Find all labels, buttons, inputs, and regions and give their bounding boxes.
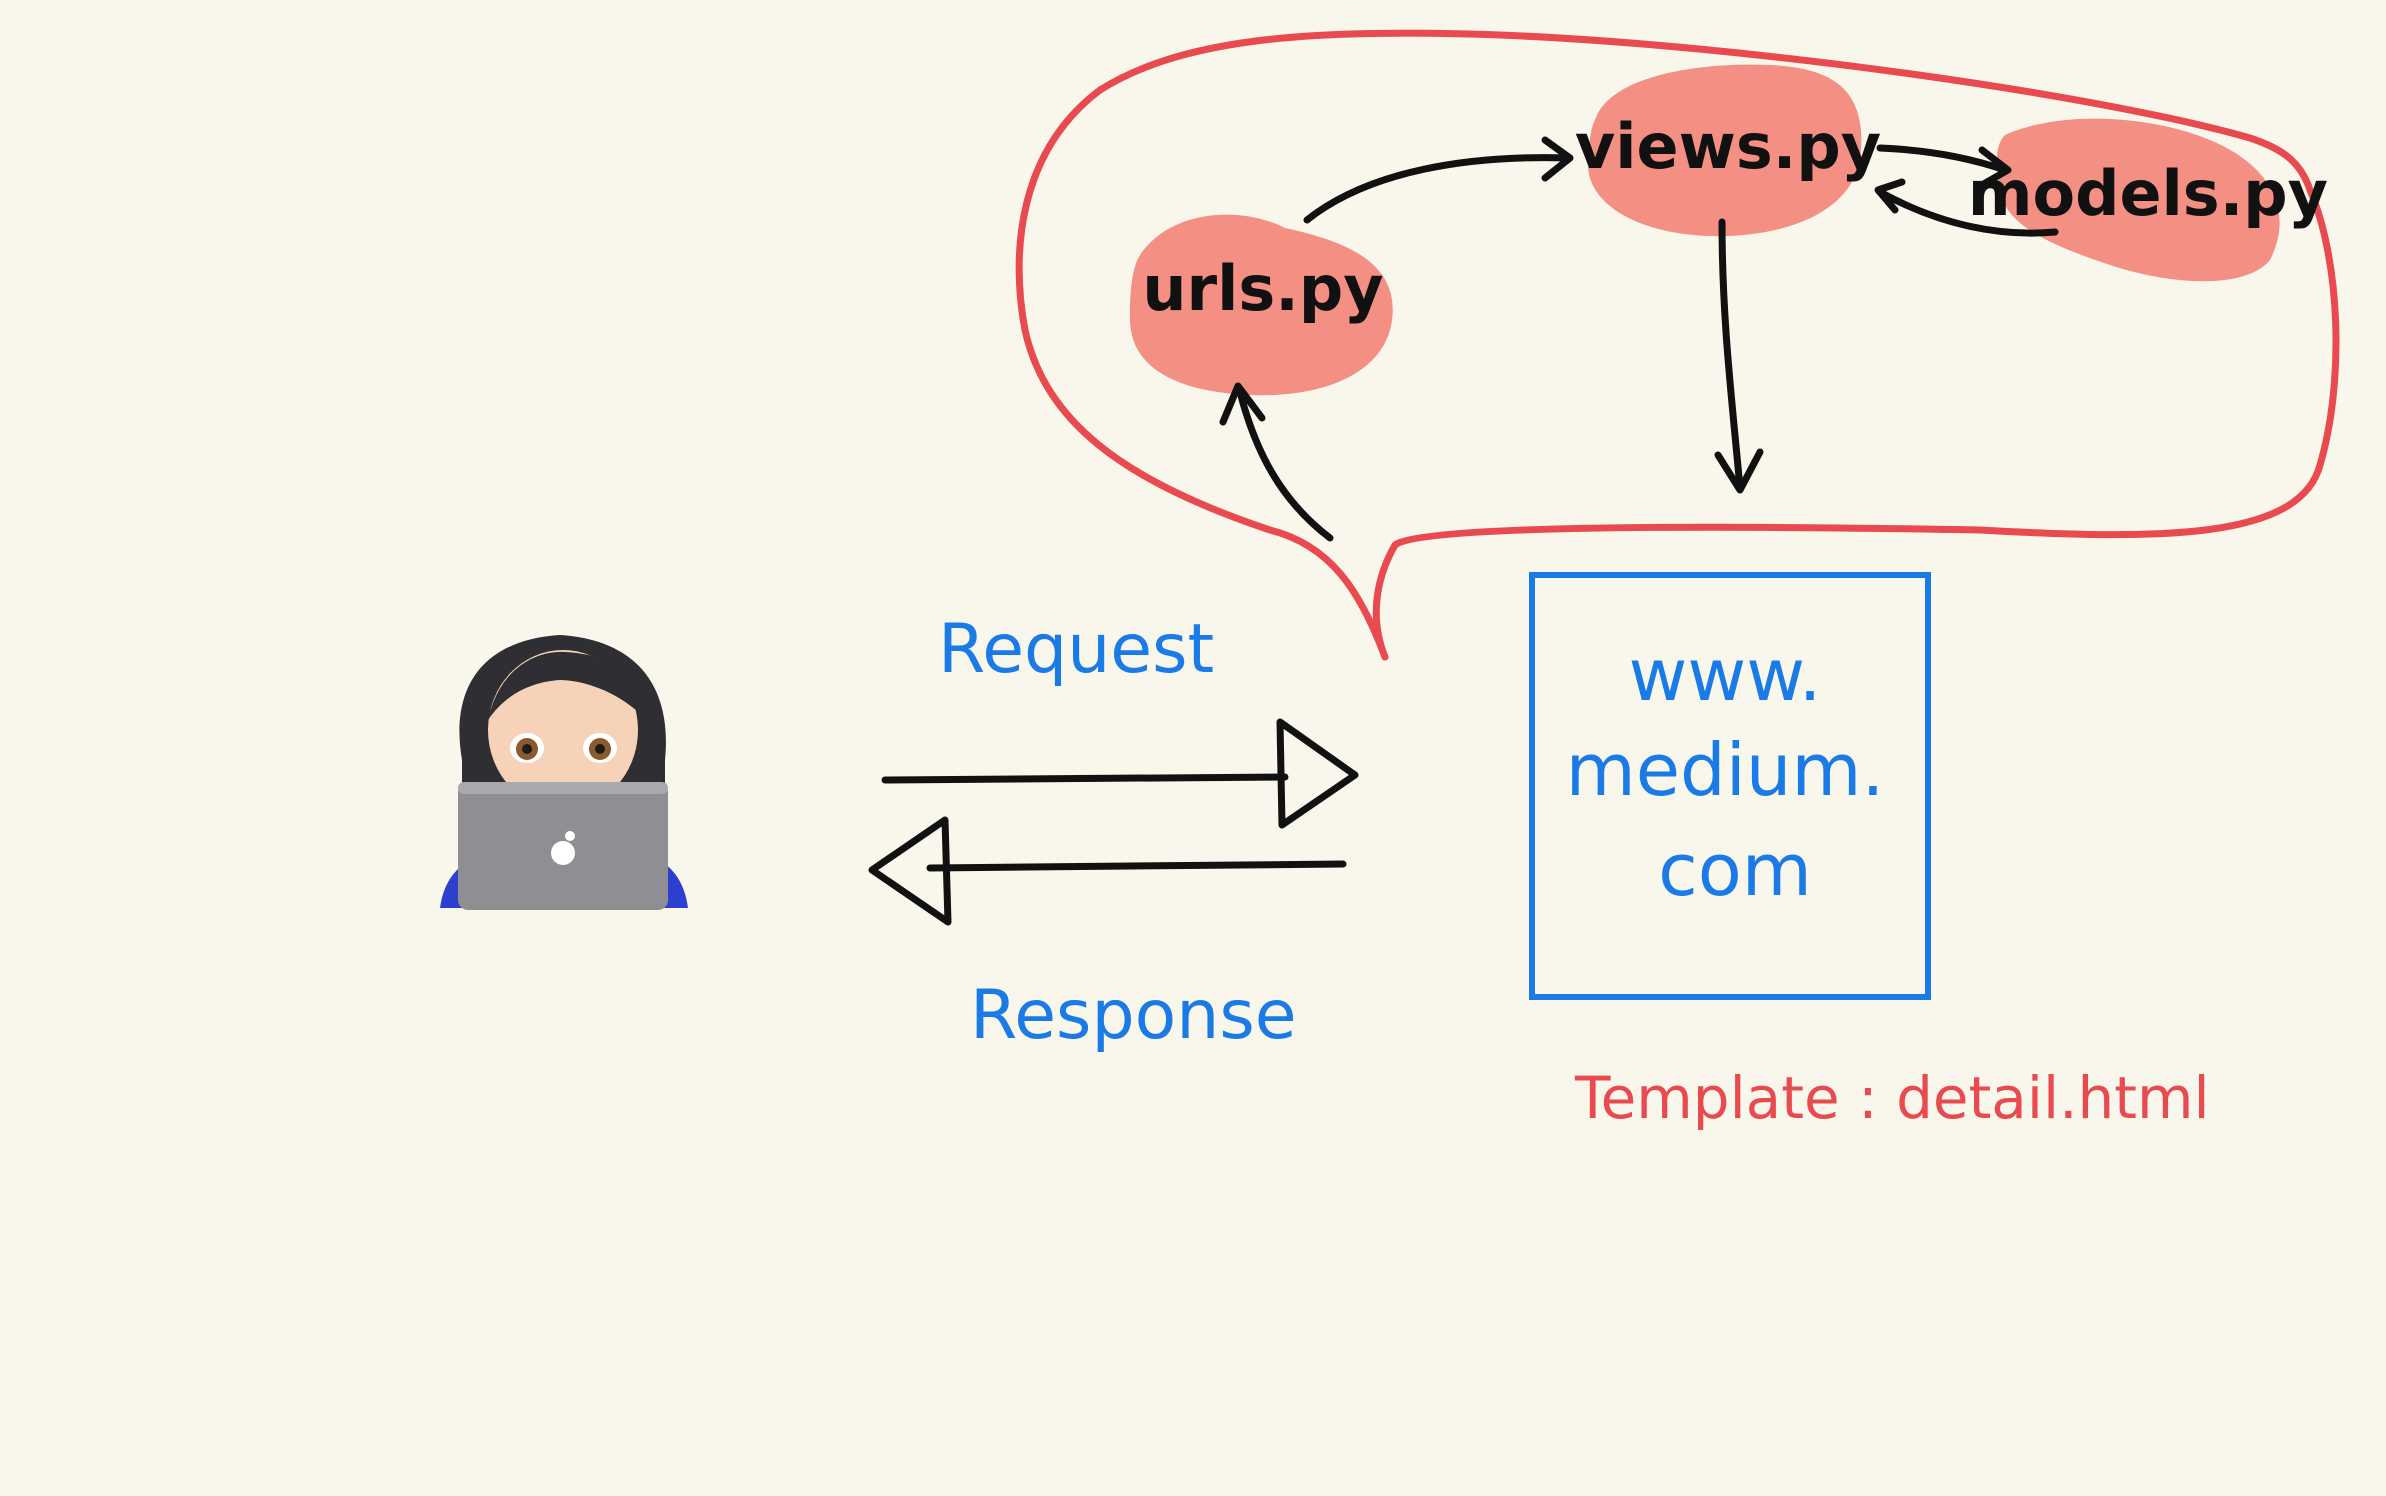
template-label: Template : detail.html bbox=[1574, 1064, 2210, 1132]
website-box: www. medium. com bbox=[1529, 572, 1931, 1000]
urls-node: urls.py bbox=[1129, 214, 1393, 396]
request-to-urls-arrow bbox=[1219, 382, 1334, 542]
woman-technologist-icon bbox=[440, 635, 688, 910]
views-to-models-arrow bbox=[1876, 144, 2012, 190]
models-to-views-arrow bbox=[1874, 178, 2059, 237]
models-label: models.py bbox=[1968, 157, 2328, 230]
models-node: models.py bbox=[1968, 118, 2328, 282]
urls-label: urls.py bbox=[1142, 252, 1383, 325]
views-node: views.py bbox=[1575, 64, 1881, 237]
request-arrow bbox=[881, 718, 1359, 829]
request-label: Request bbox=[938, 610, 1214, 689]
urls-to-views-arrow bbox=[1303, 136, 1574, 224]
site-line-3: com bbox=[1658, 828, 1812, 912]
views-label: views.py bbox=[1575, 110, 1881, 183]
response-label: Response bbox=[970, 976, 1297, 1055]
site-line-2: medium. bbox=[1566, 728, 1885, 812]
site-line-1: www. bbox=[1629, 633, 1822, 717]
response-arrow bbox=[868, 816, 1347, 926]
django-app-bubble bbox=[1015, 29, 2340, 661]
views-to-site-arrow bbox=[1714, 218, 1764, 494]
